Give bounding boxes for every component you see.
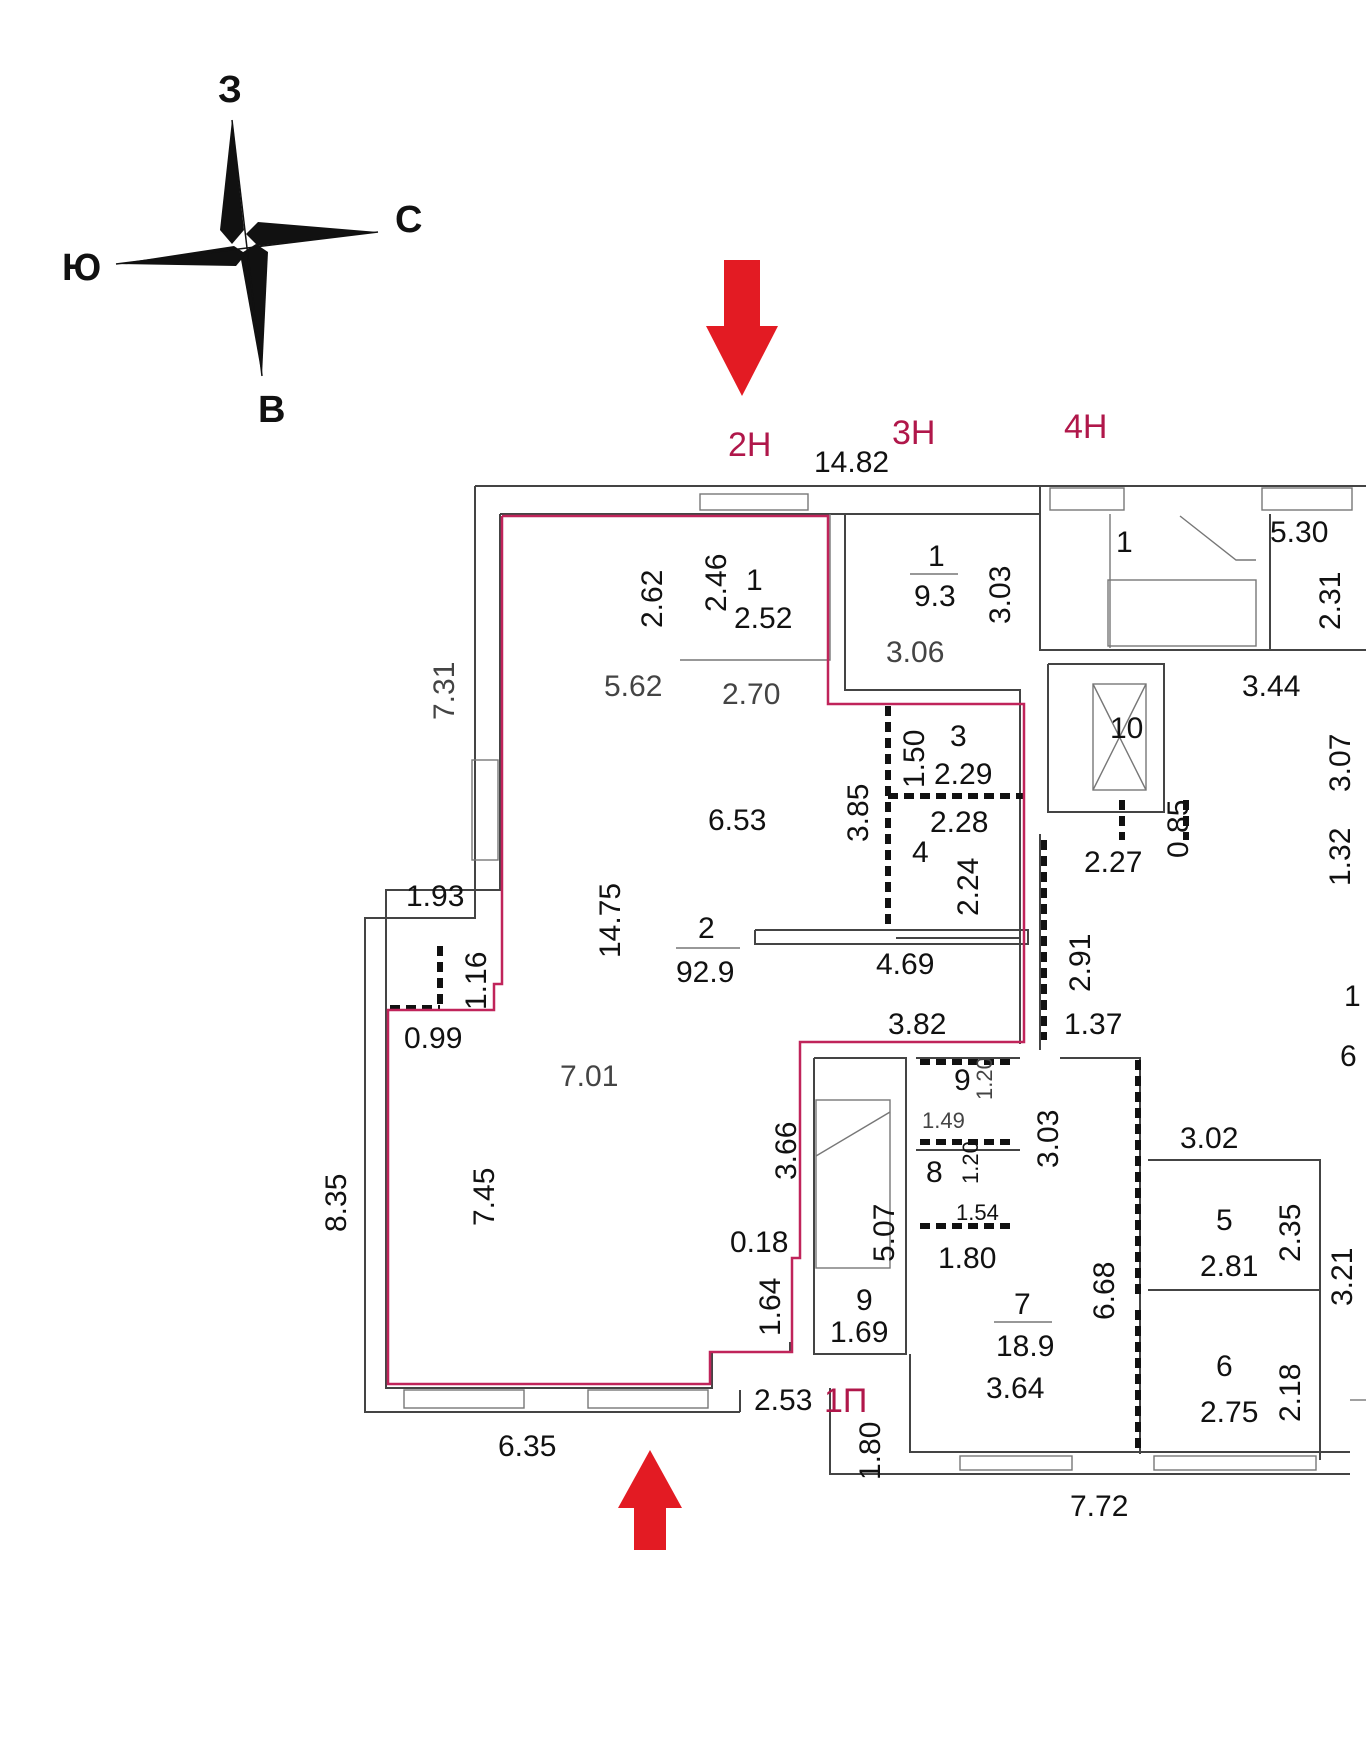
compass-east-label: С [395, 199, 422, 241]
windows [403, 487, 1353, 1471]
compass-east-arm [246, 222, 378, 246]
room-number: 9 [954, 1064, 971, 1097]
dimension-label: 2.91 [1064, 934, 1097, 992]
dimension-label: 1.93 [406, 880, 464, 913]
room-area: 9.3 [914, 580, 956, 613]
dimension-label: 7.72 [1070, 1490, 1128, 1523]
dimension-label: 1.16 [460, 952, 493, 1010]
dimension-label: 14.82 [814, 446, 889, 479]
unit-2n-outline [386, 514, 1026, 1386]
dimension-label: 1.69 [830, 1316, 888, 1349]
dimension-label: 3.44 [1242, 670, 1300, 703]
compass-north-arm [220, 120, 244, 244]
dimension-label: 6 [1340, 1040, 1357, 1073]
dimension-label: 2.81 [1200, 1250, 1258, 1283]
dimension-label: 2.75 [1200, 1396, 1258, 1429]
room-number: 8 [926, 1156, 943, 1189]
room-number: 5 [1216, 1204, 1233, 1237]
dimension-label: 14.75 [594, 883, 627, 958]
staircase-upper [1107, 515, 1257, 647]
unit-label-1p: 1П [824, 1382, 867, 1420]
unit-label-4n: 4Н [1064, 408, 1107, 446]
room-area: 2.52 [734, 602, 792, 635]
dimension-label: 2.31 [1314, 572, 1347, 630]
dimension-label: 2.46 [700, 554, 733, 612]
dimension-label: 6.53 [708, 804, 766, 837]
dimension-label: 1 [1344, 980, 1361, 1013]
room-number: 6 [1216, 1350, 1233, 1383]
dimension-label: 2.27 [1084, 846, 1142, 879]
dimension-label: 1.54 [956, 1200, 999, 1225]
room-number: 2 [698, 912, 715, 945]
dimension-label: 3.21 [1326, 1248, 1359, 1306]
dimension-label: 3.02 [1180, 1122, 1238, 1155]
unit-label-3n: 3Н [892, 414, 935, 452]
room-number: 9 [856, 1284, 873, 1317]
dimension-label: 2.53 [754, 1384, 812, 1417]
dimension-label: 6.35 [498, 1430, 556, 1463]
dimension-label: 2.18 [1274, 1364, 1307, 1422]
dimension-label: 7.01 [560, 1060, 618, 1093]
room-number: 1 [928, 540, 945, 573]
dimension-label: 1.80 [854, 1422, 887, 1480]
room-number: 1 [1116, 526, 1133, 559]
dimension-label: 2.29 [934, 758, 992, 791]
dimension-label: 2.28 [930, 806, 988, 839]
dimension-label: 3.85 [842, 784, 875, 842]
room-area: 92.9 [676, 956, 734, 989]
dimension-label: 1.32 [1324, 828, 1357, 886]
compass-south-label: В [258, 389, 285, 431]
dimension-label: 1.50 [898, 730, 931, 788]
dimension-label: 1.64 [754, 1278, 787, 1336]
room-number: 10 [1110, 712, 1143, 745]
staircase-lower [815, 1099, 891, 1269]
dimension-label: 5.62 [604, 670, 662, 703]
dimension-label: 0.18 [730, 1226, 788, 1259]
dimension-label: 2.70 [722, 678, 780, 711]
entrance-arrow-top [706, 260, 778, 396]
dimension-label: 1.20 [972, 1057, 997, 1100]
room-area: 18.9 [996, 1330, 1054, 1363]
compass-rose [115, 119, 379, 377]
room-number: 3 [950, 720, 967, 753]
compass-north-label: З [218, 69, 242, 111]
room-number: 7 [1014, 1288, 1031, 1321]
dimension-label: 3.07 [1324, 734, 1357, 792]
dimension-label: 8.35 [320, 1174, 353, 1232]
compass-line-ew [115, 231, 379, 265]
dimension-label: 5.07 [868, 1204, 901, 1262]
unit-label-2n: 2Н [728, 426, 771, 464]
dimension-label: 2.62 [636, 570, 669, 628]
hatched-walls [390, 706, 1189, 1450]
dimension-label: 2.24 [952, 858, 985, 916]
room-number: 1 [746, 564, 763, 597]
dimension-label: 1.37 [1064, 1008, 1122, 1041]
dimension-label: 3.66 [770, 1122, 803, 1180]
dimension-label: 3.06 [886, 636, 944, 669]
dimension-label: 7.45 [468, 1168, 501, 1226]
compass-west-label: Ю [62, 247, 101, 289]
room-number: 4 [912, 836, 929, 869]
dimension-label: 0.99 [404, 1022, 462, 1055]
dimension-label: 2.35 [1274, 1204, 1307, 1262]
dimension-label: 1.20 [958, 1141, 983, 1184]
dimension-label: 4.69 [876, 948, 934, 981]
dimension-label: 3.82 [888, 1008, 946, 1041]
building-walls [364, 485, 1366, 1475]
dimension-label: 0.85 [1162, 800, 1195, 858]
dimension-label: 3.03 [984, 566, 1017, 624]
dimension-label: 6.68 [1088, 1262, 1121, 1320]
dimension-label: 1.80 [938, 1242, 996, 1275]
dimension-label: 5.30 [1270, 516, 1328, 549]
dimension-label: 3.03 [1032, 1110, 1065, 1168]
dimension-label: 1.49 [922, 1108, 965, 1133]
dimension-label: 3.64 [986, 1372, 1044, 1405]
dimension-label: 7.31 [428, 662, 461, 720]
entrance-arrow-bottom [618, 1450, 682, 1550]
